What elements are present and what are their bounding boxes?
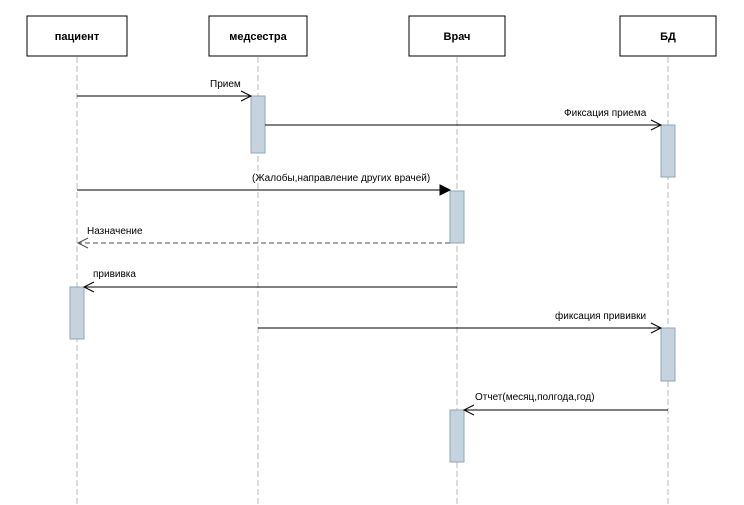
participant-db[interactable]: БД [619, 15, 717, 57]
activation-bar-doctor [449, 190, 465, 244]
activation-bar-db [660, 124, 676, 178]
arrowhead-icon [240, 90, 253, 102]
message-label: прививка [93, 269, 136, 280]
message-arrow[interactable]: (Жалобы,направление других врачей) [77, 172, 452, 196]
message-arrow[interactable]: Прием [77, 79, 253, 102]
activation-bar-doctor [449, 409, 465, 463]
arrowhead-icon [82, 281, 95, 293]
arrowhead-icon [439, 184, 452, 196]
arrowhead-icon [650, 322, 663, 334]
participant-label: Врач [444, 31, 471, 43]
participant-patient[interactable]: пациент [26, 15, 128, 57]
activation-bar-patient [69, 286, 85, 340]
message-label: Отчет(месяц,полгода,год) [475, 392, 595, 403]
message-label: Назначение [87, 226, 143, 237]
message-arrow[interactable]: Отчет(месяц,полгода,год) [462, 392, 668, 416]
message-label: фиксация прививки [555, 310, 646, 322]
message-arrow[interactable]: Назначение [76, 226, 450, 249]
message-label: Фиксация приема [564, 108, 647, 119]
arrowhead-icon [462, 404, 475, 416]
message-arrow[interactable]: прививка [82, 269, 457, 293]
message-label: (Жалобы,направление других врачей) [252, 172, 430, 184]
participant-label: медсестра [229, 31, 287, 43]
participant-label: пациент [55, 31, 100, 43]
arrowhead-icon [650, 119, 663, 131]
participant-label: БД [660, 31, 676, 43]
message-label: Прием [210, 79, 241, 90]
arrowhead-icon [76, 237, 89, 249]
activation-bar-nurse [250, 95, 266, 154]
participant-nurse[interactable]: медсестра [208, 15, 308, 57]
message-arrow[interactable]: фиксация прививки [258, 310, 663, 334]
activation-bar-db [660, 327, 676, 382]
message-arrow[interactable]: Фиксация приема [265, 108, 663, 131]
participant-doctor[interactable]: Врач [408, 15, 506, 57]
